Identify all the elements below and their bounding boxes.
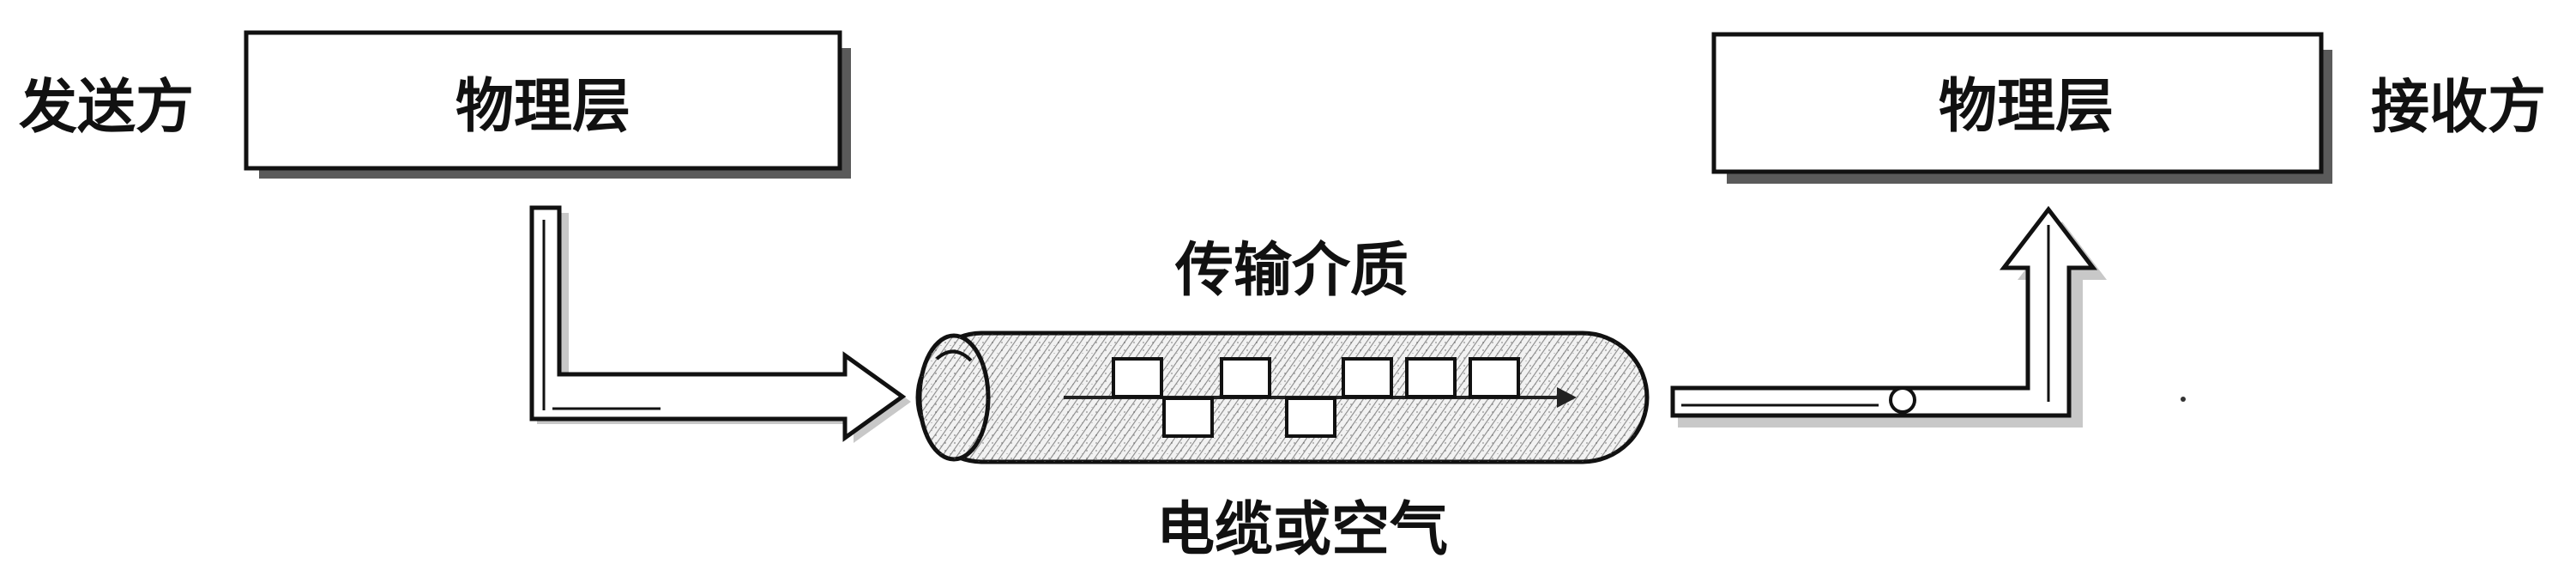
medium-to-receiver-arrow bbox=[1670, 205, 2107, 428]
sender-box-label: 物理层 bbox=[455, 73, 630, 141]
bit-block bbox=[1469, 357, 1520, 398]
sender-to-medium-arrow bbox=[529, 205, 911, 443]
bit-block bbox=[1405, 357, 1457, 398]
connector-node bbox=[1889, 386, 1916, 414]
receiver-label: 接收方 bbox=[2371, 74, 2546, 142]
medium-label: 传输介质 bbox=[1174, 237, 1409, 305]
cable-label: 电缆或空气 bbox=[1156, 496, 1448, 564]
bit-block bbox=[1285, 397, 1336, 438]
bit-block bbox=[1162, 397, 1214, 438]
stray-dot bbox=[2181, 397, 2186, 402]
receiver-physical-layer-box: 物理层 bbox=[1711, 32, 2332, 184]
flow-arrowhead bbox=[1557, 387, 1577, 408]
bit-block bbox=[1220, 357, 1271, 398]
sender-physical-layer-box: 物理层 bbox=[244, 30, 851, 179]
receiver-box-label: 物理层 bbox=[1939, 73, 2114, 141]
bit-block bbox=[1112, 357, 1163, 398]
bit-block bbox=[1342, 357, 1393, 398]
sender-label: 发送方 bbox=[19, 74, 194, 142]
bit-stream bbox=[1064, 357, 1577, 438]
